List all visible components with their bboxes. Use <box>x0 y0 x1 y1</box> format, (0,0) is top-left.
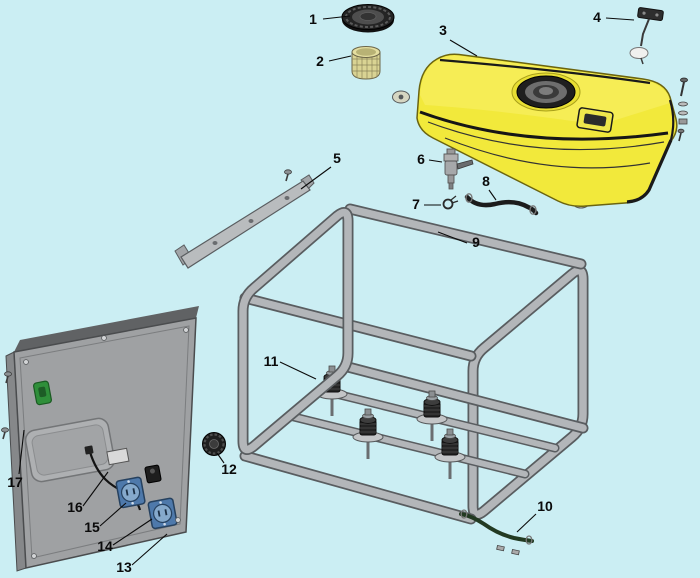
fuel-strainer <box>351 46 381 80</box>
callout-6-label: 6 <box>417 151 425 167</box>
callout-15: 15 <box>84 502 127 535</box>
frame <box>237 203 589 525</box>
indicator-label <box>106 447 130 466</box>
fuel-hose-upper <box>464 193 539 216</box>
gauge-window <box>576 107 614 133</box>
control-panel <box>0 306 199 572</box>
fuel-cap <box>341 4 395 33</box>
callout-2: 2 <box>316 53 352 69</box>
callout-17: 17 <box>7 429 25 490</box>
callout-7-label: 7 <box>412 196 420 212</box>
callout-4-label: 4 <box>593 9 601 25</box>
callouts: 1 2 3 4 5 6 7 8 <box>7 9 635 575</box>
outlet-lower <box>147 497 178 530</box>
callout-16-label: 16 <box>67 499 83 515</box>
mounting-hardware <box>677 77 688 142</box>
vibration-mount <box>415 389 449 443</box>
callout-8: 8 <box>482 173 497 201</box>
callout-14-label: 14 <box>97 538 113 554</box>
callout-16: 16 <box>67 471 109 515</box>
power-switch <box>33 380 52 406</box>
panel-knob <box>202 432 226 456</box>
meter-recess <box>24 417 116 483</box>
callout-8-label: 8 <box>482 173 490 189</box>
filler-neck <box>511 72 581 112</box>
fuel-valve <box>443 148 474 190</box>
support-bracket <box>174 169 315 269</box>
outlet-upper <box>115 476 146 509</box>
callout-10: 10 <box>516 498 553 533</box>
vibration-mount <box>433 427 467 481</box>
callout-2-label: 2 <box>316 53 324 69</box>
callout-5-label: 5 <box>333 150 341 166</box>
callout-13: 13 <box>116 533 168 575</box>
callout-1: 1 <box>309 11 351 27</box>
callout-12: 12 <box>216 452 237 477</box>
callout-9-label: 9 <box>472 234 480 250</box>
callout-12-label: 12 <box>221 461 237 477</box>
callout-17-label: 17 <box>7 474 23 490</box>
fuel-hose-lower <box>459 509 534 556</box>
callout-3-label: 3 <box>439 22 447 38</box>
callout-11-label: 11 <box>264 353 279 369</box>
hose-clamp <box>442 195 459 210</box>
callout-14: 14 <box>97 518 153 554</box>
callout-1-label: 1 <box>309 11 317 27</box>
vibration-mount <box>351 407 385 461</box>
fuel-gauge <box>629 7 664 65</box>
callout-13-label: 13 <box>116 559 132 575</box>
callout-6: 6 <box>417 151 443 167</box>
callout-10-label: 10 <box>537 498 553 514</box>
bracket-screw <box>283 169 293 182</box>
callout-9: 9 <box>437 231 480 250</box>
callout-3: 3 <box>439 22 478 57</box>
panel-screw <box>0 426 10 440</box>
callout-11: 11 <box>264 353 317 380</box>
fuel-tank <box>392 53 678 209</box>
circuit-breaker <box>144 464 162 484</box>
callout-5: 5 <box>300 150 341 190</box>
callout-4: 4 <box>593 9 635 25</box>
callout-15-label: 15 <box>84 519 100 535</box>
callout-7: 7 <box>412 196 441 212</box>
